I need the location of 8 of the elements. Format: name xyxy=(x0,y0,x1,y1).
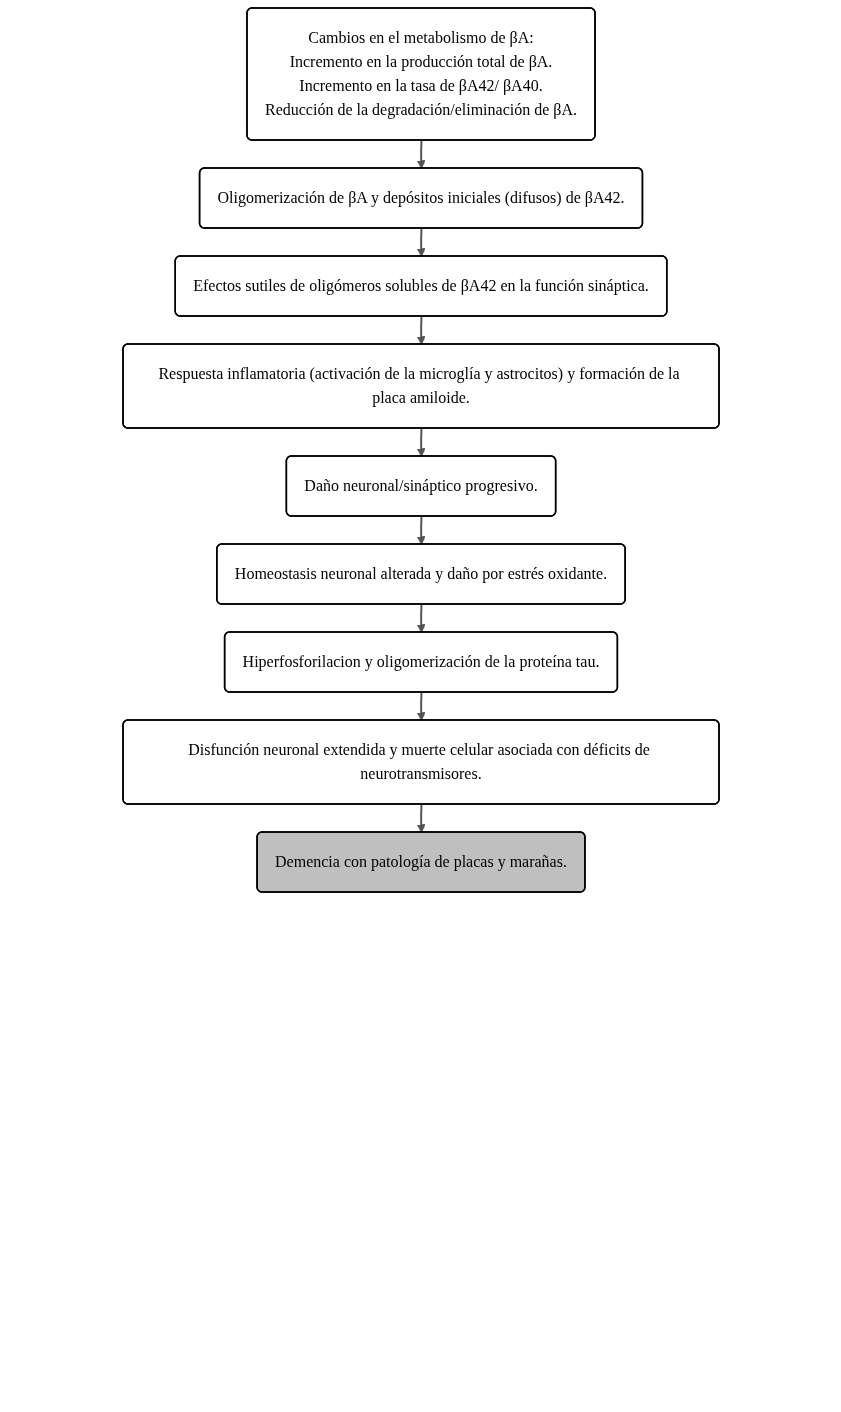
arrow xyxy=(416,227,426,257)
arrow xyxy=(416,315,426,345)
arrow xyxy=(416,691,426,721)
arrow xyxy=(416,515,426,545)
arrow xyxy=(416,803,426,833)
arrow xyxy=(416,139,426,169)
arrow xyxy=(416,427,426,457)
arrow xyxy=(416,603,426,633)
